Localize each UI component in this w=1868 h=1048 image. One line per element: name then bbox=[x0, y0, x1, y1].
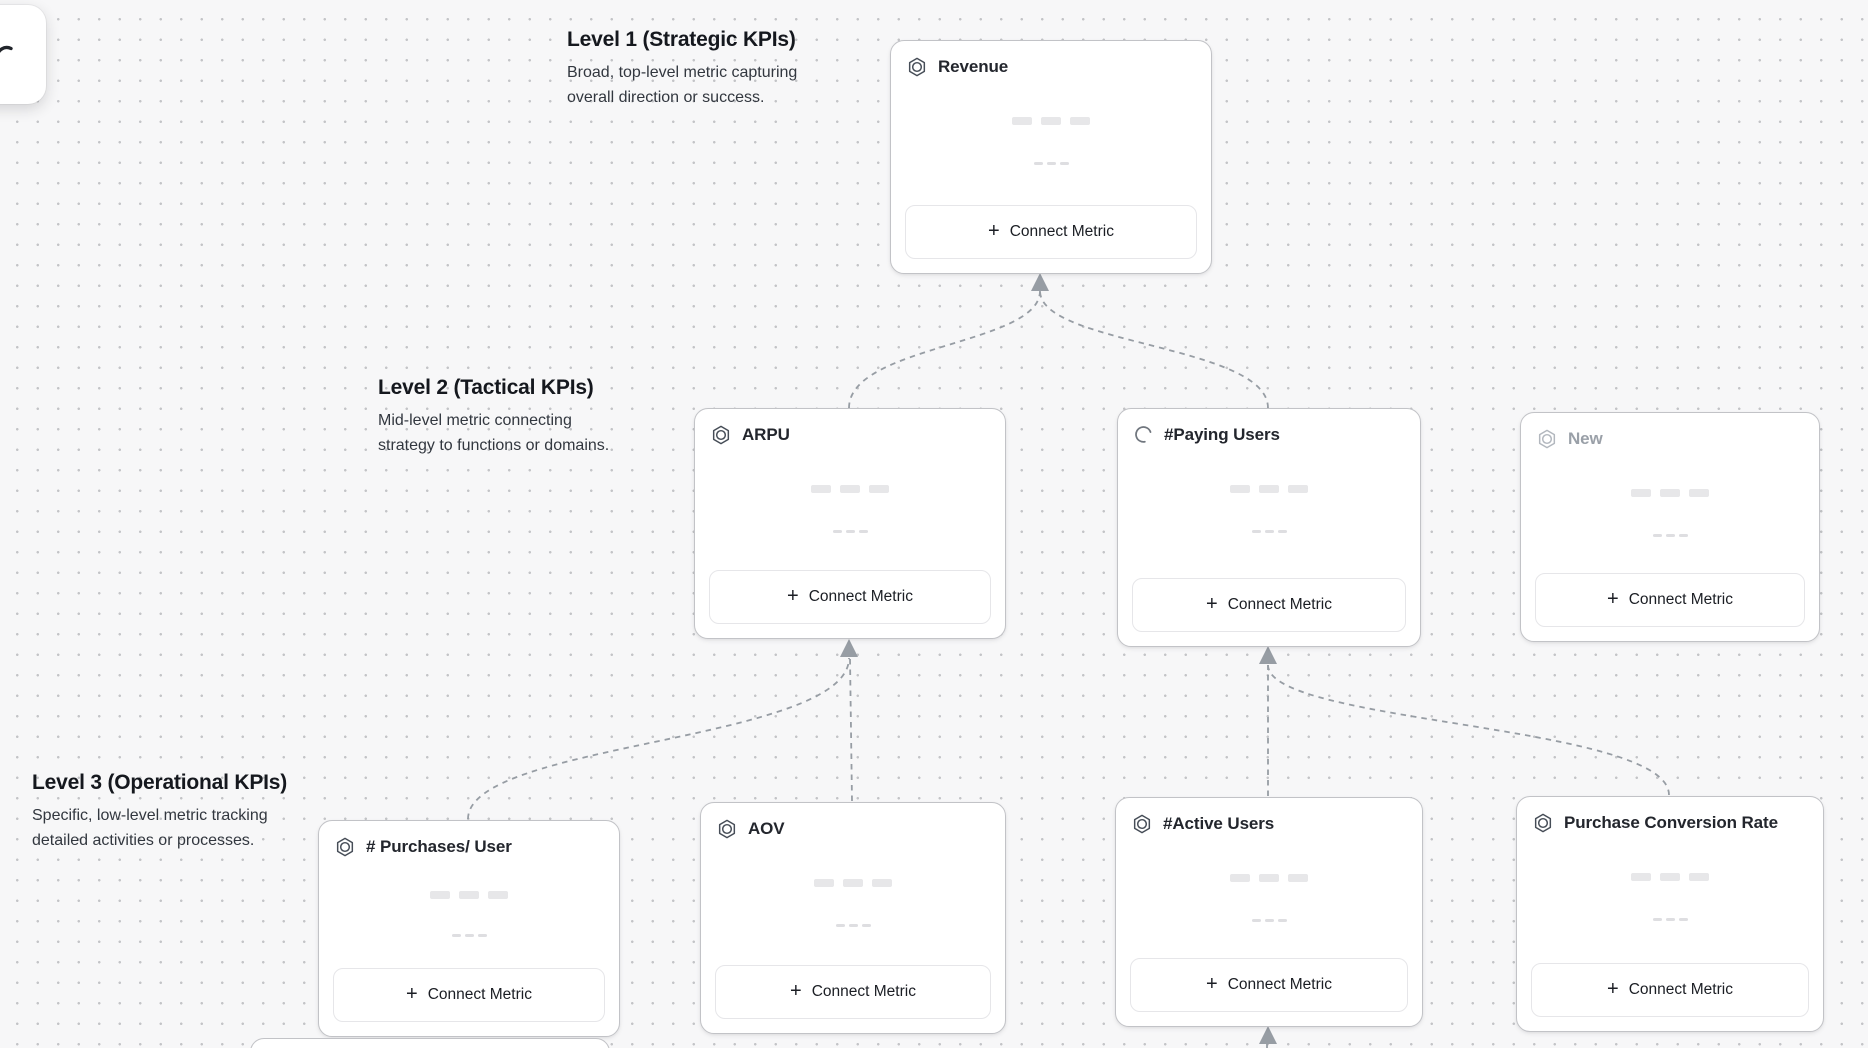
metric-skeleton-dashes bbox=[1517, 918, 1823, 921]
metric-card-title: AOV bbox=[748, 819, 785, 838]
metric-skeleton-bars bbox=[1116, 874, 1422, 882]
connect-metric-button[interactable]: + Connect Metric bbox=[715, 965, 991, 1019]
metric-skeleton-bars bbox=[319, 891, 619, 899]
metric-skeleton-dashes bbox=[1116, 919, 1422, 922]
connect-metric-button[interactable]: + Connect Metric bbox=[1130, 958, 1408, 1012]
plus-icon: + bbox=[790, 980, 802, 1002]
metric-skeleton-dashes bbox=[1521, 534, 1819, 537]
metric-card-purchases-per-user[interactable]: # Purchases/ User + Connect Metric bbox=[318, 820, 620, 1037]
metric-skeleton-bars bbox=[1517, 873, 1823, 881]
canvas-toolbar-fragment[interactable] bbox=[0, 5, 46, 104]
connect-metric-label: Connect Metric bbox=[1628, 591, 1733, 608]
metric-skeleton-bars bbox=[891, 117, 1211, 125]
loading-spinner-icon bbox=[1135, 426, 1152, 443]
connect-metric-button[interactable]: + Connect Metric bbox=[709, 570, 991, 624]
plus-icon: + bbox=[988, 220, 1000, 242]
metric-hexagon-icon bbox=[908, 57, 926, 77]
edge-arpu-to-revenue bbox=[848, 290, 1041, 409]
connect-metric-button[interactable]: + Connect Metric bbox=[1535, 573, 1805, 627]
card-header: New bbox=[1536, 428, 1603, 450]
metric-card-aov[interactable]: AOV + Connect Metric bbox=[700, 802, 1006, 1034]
metric-card-title: # Purchases/ User bbox=[366, 837, 512, 856]
card-header: # Purchases/ User bbox=[334, 836, 512, 858]
metric-hexagon-icon bbox=[1534, 813, 1552, 833]
edge-conversion-rate-to-paying-users bbox=[1267, 664, 1670, 796]
connect-metric-label: Connect Metric bbox=[1628, 981, 1733, 998]
metric-skeleton-dashes bbox=[319, 934, 619, 937]
metric-skeleton-dashes bbox=[701, 924, 1005, 927]
connect-metric-label: Connect Metric bbox=[1227, 596, 1332, 613]
metric-card-revenue[interactable]: Revenue + Connect Metric bbox=[890, 40, 1212, 274]
metric-card-purchase-conversion-rate[interactable]: Purchase Conversion Rate + Connect Metri… bbox=[1516, 796, 1824, 1032]
plus-icon: + bbox=[787, 585, 799, 607]
metric-card-active-users[interactable]: #Active Users + Connect Metric bbox=[1115, 797, 1423, 1027]
metric-card-title: New bbox=[1568, 429, 1603, 448]
card-header: AOV bbox=[716, 818, 785, 840]
metric-skeleton-bars bbox=[1521, 489, 1819, 497]
level-1-title: Level 1 (Strategic KPIs) bbox=[567, 28, 796, 51]
metric-skeleton-bars bbox=[695, 485, 1005, 493]
metric-hexagon-icon bbox=[712, 425, 730, 445]
arrowhead-into-revenue bbox=[1031, 273, 1049, 291]
metric-skeleton-bars bbox=[701, 879, 1005, 887]
arrowhead-into-active-users bbox=[1259, 1026, 1277, 1044]
connect-metric-label: Connect Metric bbox=[1227, 976, 1332, 993]
metric-hexagon-icon bbox=[336, 837, 354, 857]
metric-card-title: Purchase Conversion Rate bbox=[1564, 813, 1778, 832]
connect-metric-button[interactable]: + Connect Metric bbox=[333, 968, 605, 1022]
metric-card-title: ARPU bbox=[742, 425, 790, 444]
edge-paying-users-to-revenue bbox=[1039, 290, 1269, 409]
level-2-title: Level 2 (Tactical KPIs) bbox=[378, 376, 594, 399]
arrowhead-into-paying-users bbox=[1259, 646, 1277, 664]
connect-metric-label: Connect Metric bbox=[808, 588, 913, 605]
metric-card-paying-users[interactable]: #Paying Users + Connect Metric bbox=[1117, 408, 1421, 647]
level-1-description: Broad, top-level metric capturing overal… bbox=[567, 64, 798, 106]
level-3-title: Level 3 (Operational KPIs) bbox=[32, 771, 288, 794]
card-header: ARPU bbox=[710, 424, 790, 446]
level-2-description: Mid-level metric connecting strategy to … bbox=[378, 412, 610, 454]
plus-icon: + bbox=[1206, 973, 1218, 995]
level-3-description: Specific, low-level metric tracking deta… bbox=[32, 807, 268, 849]
connect-metric-button[interactable]: + Connect Metric bbox=[905, 205, 1197, 259]
metric-skeleton-dashes bbox=[891, 162, 1211, 165]
metric-card-title: #Active Users bbox=[1163, 814, 1275, 833]
toolbar-cursor-icon bbox=[0, 45, 13, 53]
metric-card-arpu[interactable]: ARPU + Connect Metric bbox=[694, 408, 1006, 639]
plus-icon: + bbox=[1607, 588, 1619, 610]
metric-card-new[interactable]: New + Connect Metric bbox=[1520, 412, 1820, 642]
plus-icon: + bbox=[1607, 978, 1619, 1000]
connect-metric-label: Connect Metric bbox=[1009, 223, 1114, 240]
card-header: #Active Users bbox=[1131, 813, 1274, 835]
plus-icon: + bbox=[1206, 593, 1218, 615]
card-header: Purchase Conversion Rate bbox=[1532, 812, 1778, 834]
edge-aov-to-arpu bbox=[849, 657, 853, 802]
metric-hexagon-icon bbox=[1133, 814, 1151, 834]
connect-metric-label: Connect Metric bbox=[811, 983, 916, 1000]
metric-card-title: #Paying Users bbox=[1164, 424, 1280, 444]
plus-icon: + bbox=[406, 983, 418, 1005]
metric-card-partial-offscreen[interactable] bbox=[250, 1038, 610, 1048]
metric-skeleton-dashes bbox=[1118, 530, 1420, 533]
metric-skeleton-bars bbox=[1118, 485, 1420, 493]
arrowhead-into-arpu bbox=[840, 639, 858, 657]
connect-metric-button[interactable]: + Connect Metric bbox=[1531, 963, 1809, 1017]
metric-card-title: Revenue bbox=[938, 57, 1009, 76]
card-header: #Paying Users bbox=[1133, 424, 1280, 445]
metric-hexagon-icon bbox=[1538, 429, 1556, 449]
edge-purchases-to-arpu bbox=[467, 657, 850, 820]
metric-hexagon-icon bbox=[718, 819, 736, 839]
connect-metric-button[interactable]: + Connect Metric bbox=[1132, 578, 1406, 632]
card-header: Revenue bbox=[906, 56, 1008, 78]
metric-skeleton-dashes bbox=[695, 530, 1005, 533]
connect-metric-label: Connect Metric bbox=[427, 986, 532, 1003]
